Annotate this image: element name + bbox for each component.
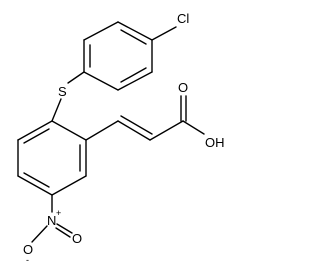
nitro-nitrogen-label: N <box>47 213 56 228</box>
nitro-oxygen-top-label: O <box>72 231 82 246</box>
nitro-group <box>31 194 73 243</box>
acrylic-acid-chain <box>85 95 205 141</box>
ring-s-bond-lower <box>51 98 62 122</box>
c-cl-bond <box>151 26 177 41</box>
sulfur-label: S <box>58 84 67 99</box>
ring-s-bond-upper <box>67 71 85 84</box>
hydroxyl-label: OH <box>205 135 225 150</box>
nitro-oxygen-bottom-label: O <box>23 242 33 257</box>
oxygen-charge-label: - <box>26 255 29 265</box>
chlorine-label: Cl <box>177 11 189 26</box>
carbonyl-oxygen-label: O <box>178 80 188 95</box>
nitrophenyl-ring <box>17 120 87 196</box>
molecule-drawing: Cl S O OH N + O O - <box>17 11 225 265</box>
nitrogen-charge-label: + <box>56 208 61 218</box>
structure-diagram: Cl S O OH N + O O - <box>17 11 225 265</box>
chlorophenyl-ring <box>83 21 153 91</box>
